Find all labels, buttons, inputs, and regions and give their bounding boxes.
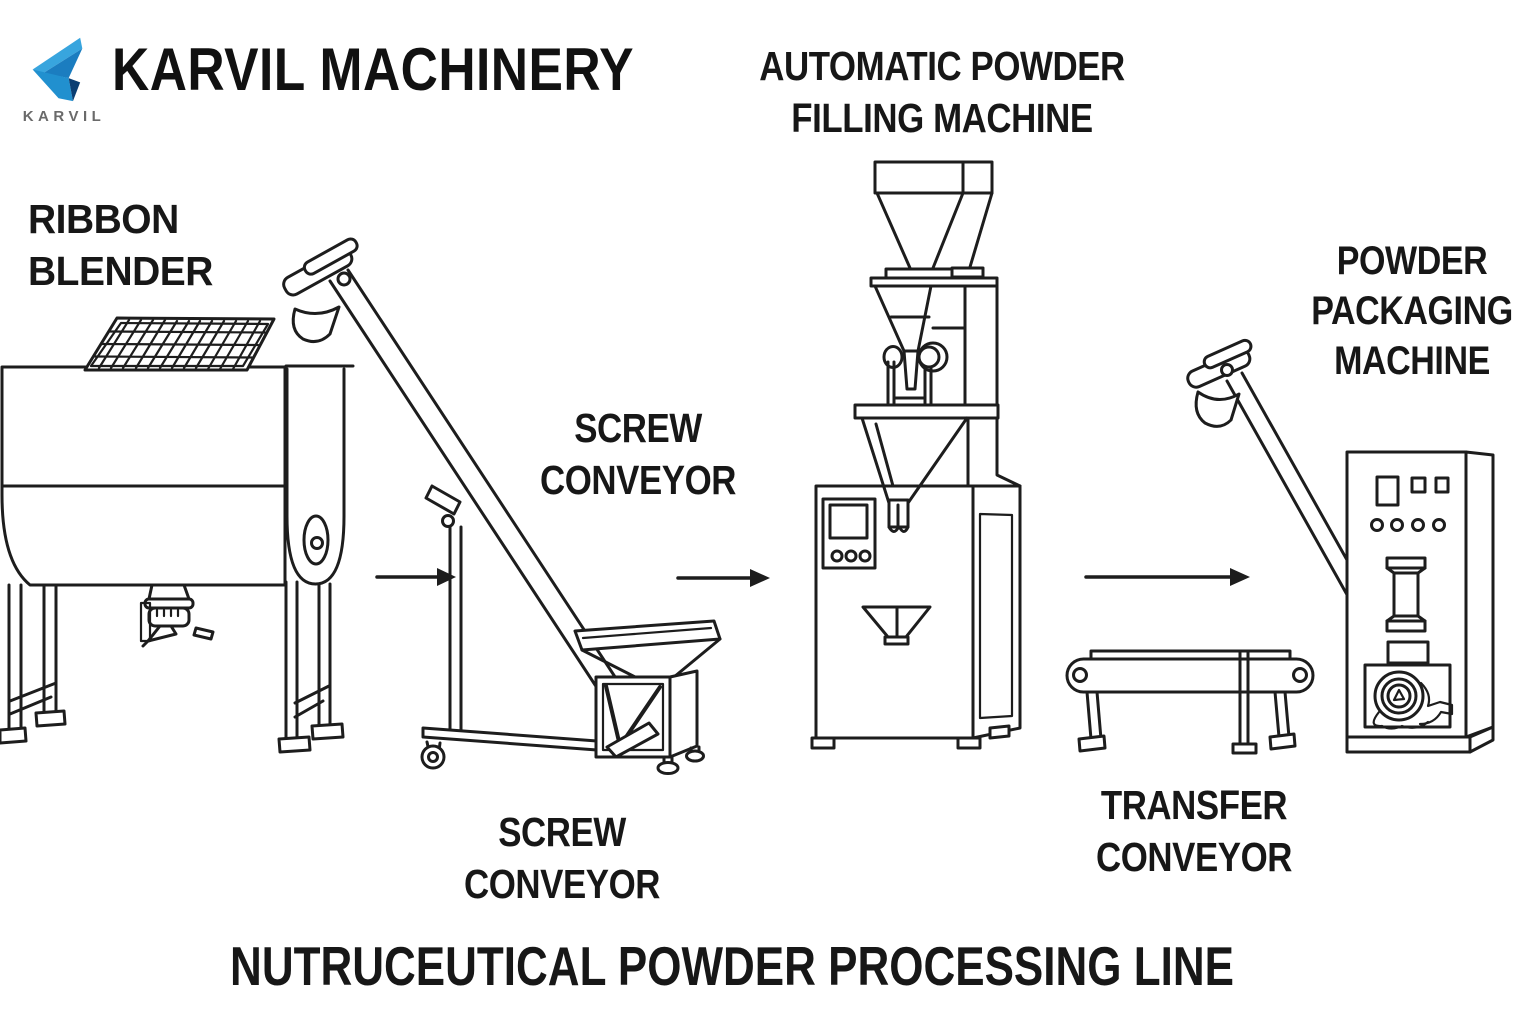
flow-arrow-icon	[1084, 568, 1250, 586]
label-filling-machine: AUTOMATIC POWDER FILLING MACHINE	[759, 43, 1125, 142]
blender-outlet-valve	[139, 583, 215, 648]
blender-grate	[83, 316, 276, 372]
flow-arrows	[375, 568, 1250, 587]
transfer-conveyor-drawing	[1065, 649, 1315, 755]
filling-machine-control-panel	[821, 497, 877, 570]
diagram-title: NUTRUCEUTICAL POWDER PROCESSING LINE	[230, 935, 1234, 997]
logo-wordmark: KARVIL	[22, 108, 106, 125]
flow-arrow-icon	[676, 569, 770, 587]
brand-logo: KARVIL	[16, 26, 116, 136]
karvil-logo-icon	[32, 37, 83, 102]
conveyor-hopper	[573, 619, 722, 775]
label-transfer-conveyor: TRANSFER CONVEYOR	[1095, 782, 1293, 881]
label-ribbon-blender: RIBBON BLENDER	[28, 196, 213, 295]
brand-name: KARVIL MACHINERY	[112, 36, 634, 103]
blower-fan	[1363, 663, 1454, 730]
film-spool	[1385, 556, 1427, 633]
packaging-machine-drawing	[1186, 338, 1495, 754]
packaging-machine-control-panel	[1370, 475, 1450, 532]
flow-arrow-icon	[375, 568, 456, 586]
label-packaging-machine: POWDER PACKAGING MACHINE	[1311, 239, 1513, 383]
screw-conveyor-drawing	[282, 237, 722, 775]
label-screw-conveyor-top: SCREW CONVEYOR	[539, 405, 737, 504]
ribbon-blender-drawing	[0, 316, 355, 754]
label-screw-conveyor-bottom: SCREW CONVEYOR	[463, 809, 661, 908]
filling-machine-drawing	[810, 160, 1022, 750]
